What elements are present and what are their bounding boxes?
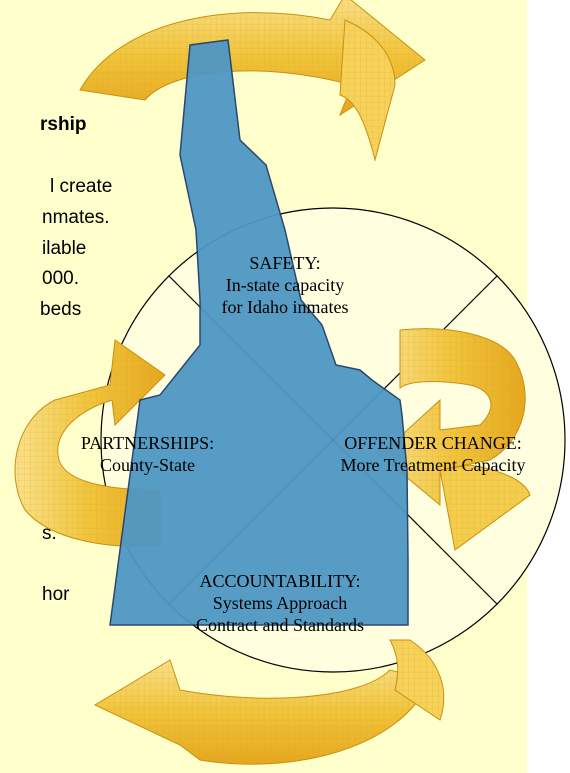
text-fragment-7: hor: [42, 584, 70, 605]
accountability-title: ACCOUNTABILITY:: [199, 571, 361, 591]
bottom-cycle-arrow: [93, 639, 445, 765]
safety-label: SAFETY: In-state capacity for Idaho inma…: [200, 252, 370, 318]
accountability-line-2: Contract and Standards: [196, 615, 364, 635]
offender-change-title: OFFENDER CHANGE:: [344, 433, 522, 453]
idaho-state-shape: [109, 39, 409, 626]
right-cycle-arrow: [379, 328, 531, 551]
heading-fragment: rship: [40, 114, 87, 135]
partnerships-label: PARTNERSHIPS: County-State: [60, 432, 235, 476]
text-fragment-3: ilable: [42, 238, 87, 259]
accountability-label: ACCOUNTABILITY: Systems Approach Contrac…: [150, 570, 410, 636]
offender-change-line-1: More Treatment Capacity: [340, 455, 526, 475]
safety-line-1: In-state capacity: [225, 275, 345, 295]
top-cycle-arrow: [79, 0, 426, 162]
partnerships-line-1: County-State: [100, 455, 195, 475]
safety-line-2: for Idaho inmates: [221, 297, 349, 317]
accountability-line-1: Systems Approach: [212, 593, 348, 613]
text-fragment-1: l create: [50, 176, 113, 197]
text-fragment-4: 000.: [42, 268, 79, 289]
safety-title: SAFETY:: [249, 253, 321, 273]
text-fragment-5: beds: [40, 299, 82, 320]
offender-change-label: OFFENDER CHANGE: More Treatment Capacity: [298, 432, 568, 476]
text-fragment-2: nmates.: [42, 207, 110, 228]
partnerships-title: PARTNERSHIPS:: [80, 433, 215, 453]
